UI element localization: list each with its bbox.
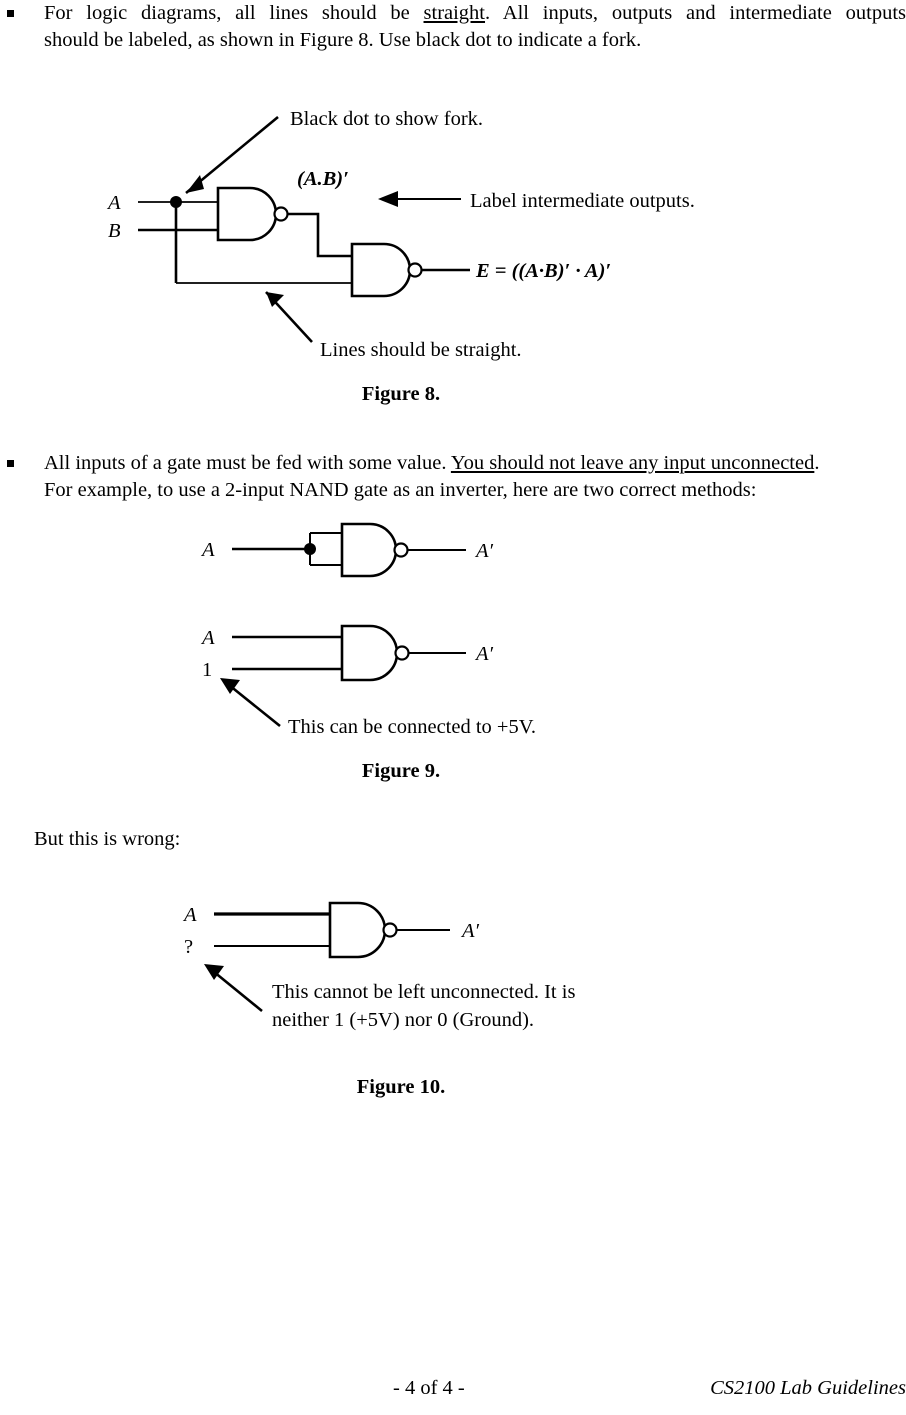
straight-annotation-arrow: [265, 291, 313, 343]
figure-8-diagram: Black dot to show fork. A B (A.B)′: [90, 95, 720, 370]
bullet-line-2: For example, to use a 2-input NAND gate …: [44, 479, 757, 501]
figure-9-c2-output-label: A′: [474, 643, 494, 665]
figure-9-c2-nand-body: [340, 624, 399, 682]
figure-9-c2-nand-bubble: [394, 645, 410, 661]
bullet-inputs-must-be-fed: All inputs of a gate must be fed with so…: [7, 450, 906, 504]
bullet-paragraph-text: All inputs of a gate must be fed with so…: [44, 450, 906, 504]
figure-10-output-label: A′: [460, 920, 480, 942]
figure-10-nand-body: [328, 901, 387, 959]
figure-8-intermediate-label: (A.B)′: [297, 168, 349, 190]
figure-9-svg: A A′ A 1: [200, 522, 536, 738]
figure-9-annotation-arrow: [220, 678, 281, 728]
figure-9-caption: Figure 9.: [361, 760, 441, 782]
figure-8-caption: Figure 8.: [361, 383, 441, 405]
figure-10-svg: A ? A′ This cannot be left unconnected. …: [182, 901, 575, 1031]
figure-9-c2-input-a-label: A: [200, 627, 215, 649]
straight-annotation-label: Lines should be straight.: [320, 339, 522, 361]
wire-gate1-to-gate2: [288, 212, 352, 258]
bullet-square-icon: [7, 460, 14, 467]
figure-10-caption: Figure 10.: [356, 1076, 446, 1098]
figure-8-input-b-label: B: [108, 220, 121, 242]
but-this-is-wrong-text: But this is wrong:: [34, 828, 181, 850]
figure-8-input-a-label: A: [106, 192, 121, 214]
bullet-line-1-part-a: All inputs of a gate must be fed with so…: [44, 452, 451, 474]
figure-9-circuit-1: A A′: [200, 522, 494, 578]
figure-9-diagram: A A′ A 1: [180, 520, 620, 755]
bullet-line-1-underlined: You should not leave any input unconnect…: [450, 452, 815, 474]
figure-9-c2-input-one-label: 1: [202, 659, 212, 681]
figure-9-circuit-2: A 1 A′ This can be connected to +5V.: [200, 624, 536, 738]
fork-annotation-label: Black dot to show fork.: [290, 108, 483, 130]
bullet-paragraph-text: For logic diagrams, all lines should be …: [44, 0, 906, 54]
figure-10-annotation-line-2: neither 1 (+5V) nor 0 (Ground).: [272, 1009, 534, 1031]
nand-gate-2: [350, 242, 423, 298]
figure-10-input-a-label: A: [182, 904, 197, 926]
fork-dot: [170, 196, 182, 208]
bullet-logic-diagram-lines: For logic diagrams, all lines should be …: [7, 0, 906, 54]
bullet-line-1-part-b: . All inputs, outputs and intermediate o…: [485, 2, 906, 24]
figure-9-c1-fork-dot: [304, 543, 316, 555]
footer-document-title: CS2100 Lab Guidelines: [710, 1377, 906, 1399]
intermediate-annotation-label: Label intermediate outputs.: [470, 190, 695, 212]
footer-page-number: - 4 of 4 -: [393, 1377, 465, 1399]
figure-9-annotation-label: This can be connected to +5V.: [288, 716, 536, 738]
page-footer: - 4 of 4 - CS2100 Lab Guidelines: [0, 1377, 906, 1407]
bullet-line-1-part-b: .: [814, 452, 820, 474]
nand-gate-2-bubble: [407, 262, 423, 278]
figure-9-c1-nand-body: [340, 522, 398, 578]
intermediate-annotation-arrow: [378, 191, 461, 207]
bullet-line-1: For logic diagrams, all lines should be …: [44, 0, 906, 27]
bullet-line-2: should be labeled, as shown in Figure 8.…: [44, 29, 642, 51]
bullet-line-1-underlined: straight: [423, 2, 486, 24]
bullet-square-icon: [7, 10, 14, 17]
figure-10-annotation-line-1: This cannot be left unconnected. It is: [272, 981, 575, 1003]
figure-9-c1-output-label: A′: [474, 540, 494, 562]
figure-10-annotation-arrow: [204, 964, 263, 1013]
bullet-line-1: All inputs of a gate must be fed with so…: [44, 450, 906, 477]
fork-annotation-arrow: [185, 115, 279, 195]
figure-10-nand-bubble: [382, 922, 398, 938]
nand-gate-1-bubble: [273, 206, 289, 222]
figure-10-input-unknown-label: ?: [184, 936, 193, 958]
figure-10-diagram: A ? A′ This cannot be left unconnected. …: [150, 895, 710, 1060]
nand-gate-1: [216, 186, 289, 242]
figure-8-svg: Black dot to show fork. A B (A.B)′: [106, 108, 695, 361]
bullet-line-1-part-a: For logic diagrams, all lines should be: [44, 2, 424, 24]
figure-9-c1-input-a-label: A: [200, 539, 215, 561]
figure-9-c1-nand-bubble: [393, 542, 409, 558]
figure-8-output-label: E = ((A·B)′ · A)′: [475, 260, 611, 282]
